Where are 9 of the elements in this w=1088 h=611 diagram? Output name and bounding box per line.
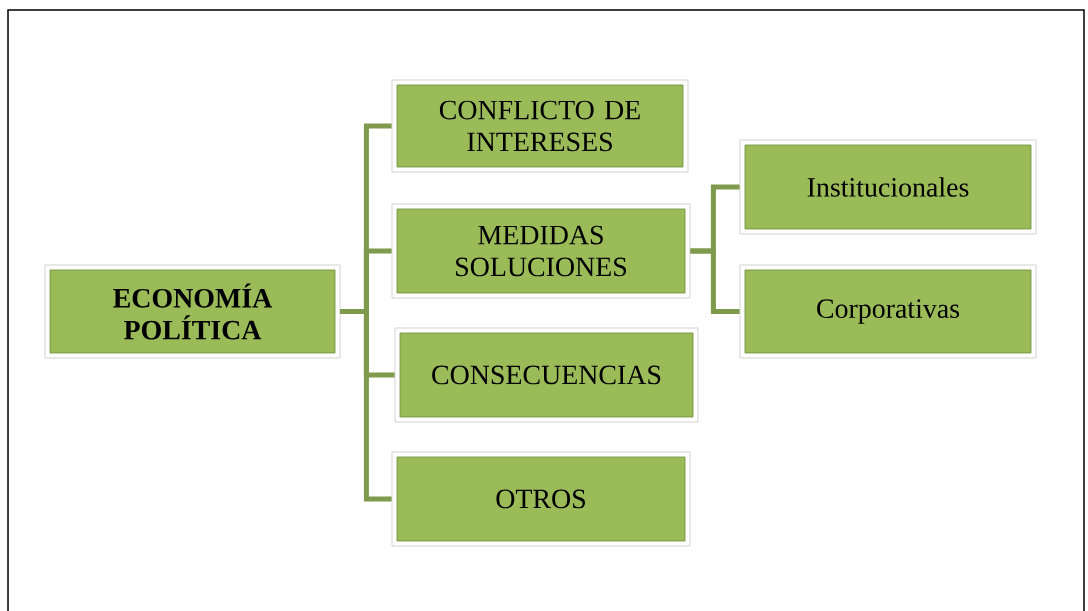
process-box: ECONOMÍA POLÍTICA bbox=[44, 264, 341, 359]
process-box: CONFLICTO DE INTERESES bbox=[391, 79, 689, 173]
connector-line bbox=[690, 248, 740, 314]
process-box: OTROS bbox=[391, 451, 691, 547]
process-box: MEDIDAS SOLUCIONES bbox=[391, 203, 691, 299]
process-box: Corporativas bbox=[739, 264, 1037, 359]
process-box: CONSECUENCIAS bbox=[394, 327, 699, 423]
connector-line bbox=[340, 309, 392, 502]
process-box: Institucionales bbox=[739, 139, 1037, 235]
